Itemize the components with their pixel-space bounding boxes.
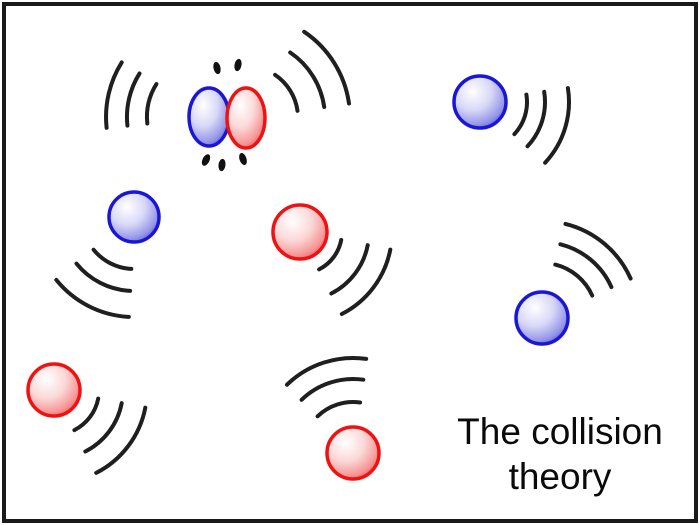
collision-molecule-blue (187, 86, 231, 148)
motion-arc (299, 377, 366, 402)
motion-arc (525, 89, 547, 149)
impact-dot (234, 58, 242, 72)
motion-arc (94, 405, 148, 475)
motion-arc (302, 29, 351, 106)
impact-dot (213, 61, 221, 75)
diagram-title-line-1: The collision (457, 411, 663, 452)
motion-arc (124, 71, 142, 128)
impact-dots (201, 58, 247, 172)
particle-red-bottom-center (325, 425, 381, 481)
motion-arc (72, 396, 101, 433)
particle-blue-mid-left (107, 190, 161, 244)
collision-pair (187, 86, 267, 150)
motion-arc (553, 262, 595, 298)
collision-molecule-red (225, 86, 267, 150)
diagram-title: The collision theory (438, 409, 682, 499)
motion-arc (563, 221, 633, 281)
impact-dot (201, 154, 211, 166)
particle-red-bottom-left (26, 362, 82, 418)
motion-arcs-layer (54, 29, 633, 475)
motion-arc (288, 50, 327, 109)
particles-layer (26, 74, 570, 481)
motion-arcs-red-bottom-center (285, 356, 369, 419)
motion-arc (339, 247, 393, 316)
motion-arc (558, 242, 614, 290)
motion-arcs-blue-lower-right (553, 221, 633, 298)
motion-arc (104, 60, 124, 130)
particle-blue-top-right (452, 74, 508, 130)
impact-dot (239, 153, 247, 165)
motion-arcs-red-bottom-left (72, 396, 148, 475)
motion-arc (512, 92, 529, 137)
particle-blue-lower-right (514, 290, 570, 346)
motion-arc (329, 243, 370, 296)
diagram-title-line-2: theory (508, 456, 612, 497)
motion-arcs-blue-top-right (512, 86, 571, 165)
motion-arcs-collision-pair-left (104, 60, 159, 130)
motion-arc (285, 356, 369, 387)
motion-arc (315, 400, 363, 419)
motion-arcs-blue-mid-left (54, 247, 134, 319)
motion-arc (543, 86, 571, 165)
particle-red-center (271, 203, 329, 261)
motion-arc (74, 261, 133, 293)
motion-arcs-collision-pair-right (273, 29, 351, 113)
motion-arc (317, 238, 344, 272)
motion-arc (144, 82, 159, 126)
motion-arc (273, 72, 300, 113)
motion-arc (83, 401, 124, 454)
motion-arcs-red-center (317, 238, 393, 316)
motion-arc (91, 247, 134, 271)
motion-arc (54, 277, 131, 319)
impact-dot (218, 158, 226, 172)
